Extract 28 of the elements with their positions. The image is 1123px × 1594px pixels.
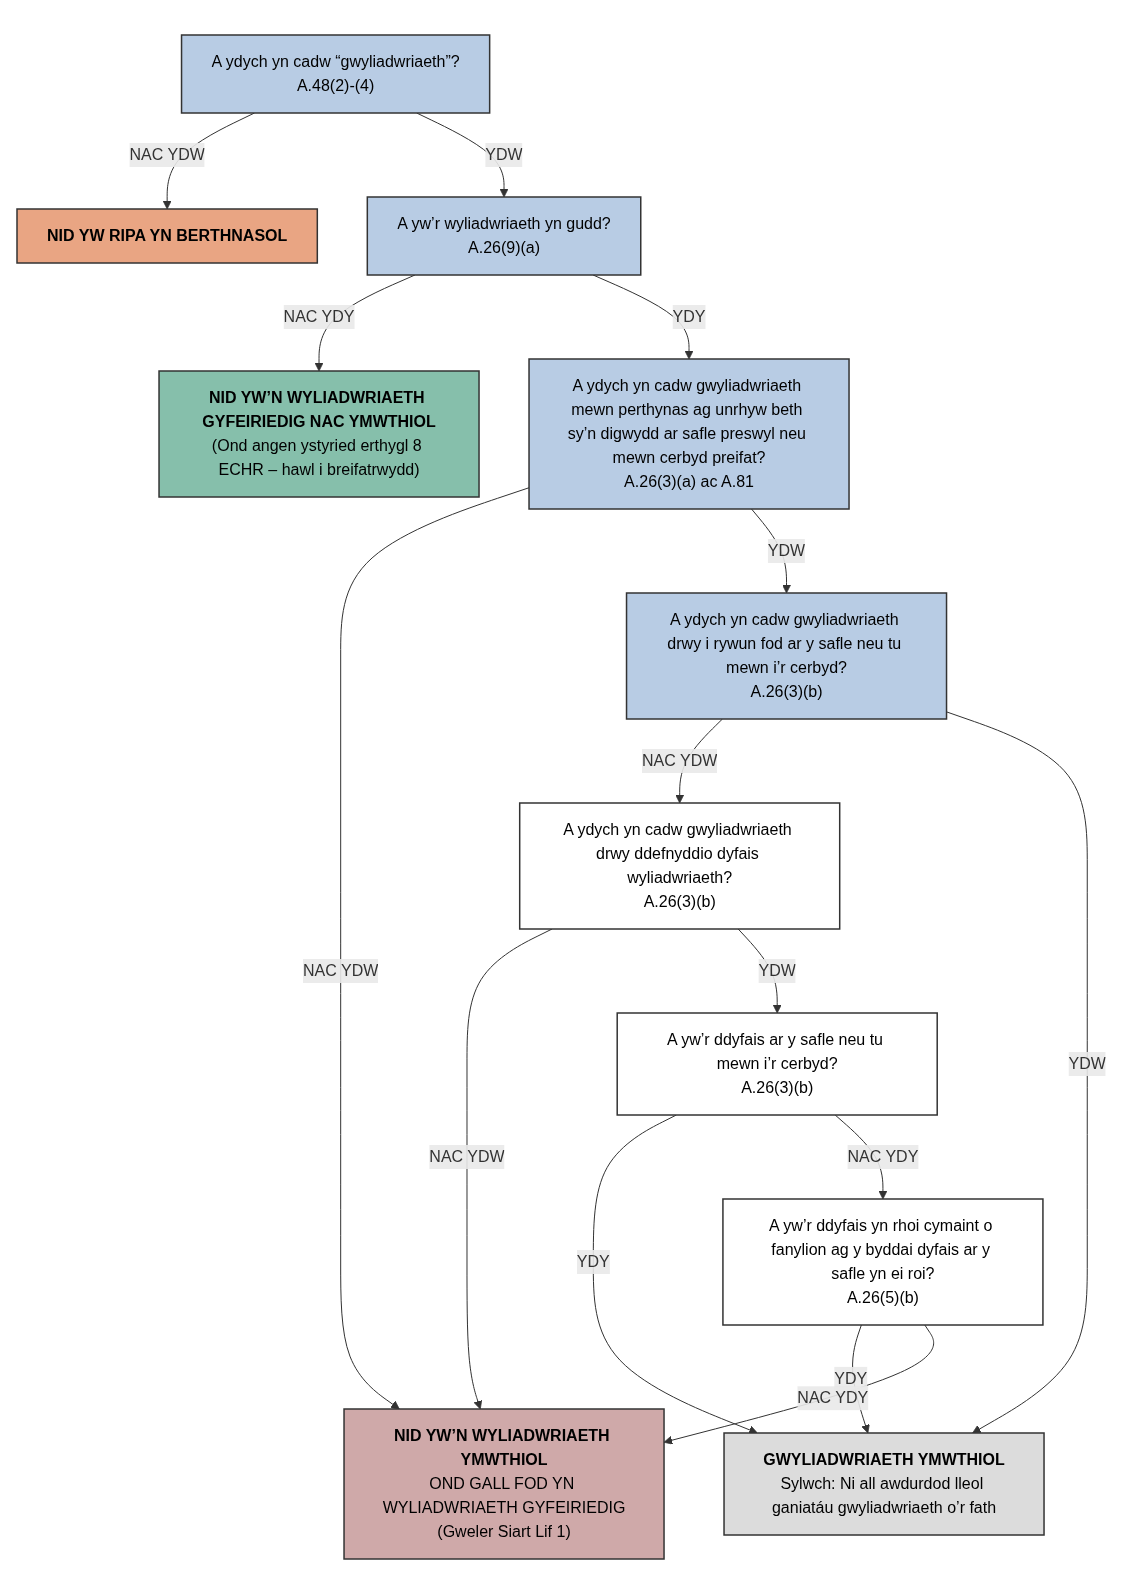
arrow [592, 1114, 758, 1435]
arrow [946, 711, 1088, 1434]
node-box: A ydych yn cadw gwyliadwriaeth drwy ddefnyddio dyfais wyliadwriaeth? A.26(3)(b) [519, 802, 841, 930]
edge-label: NAC YDY [283, 308, 355, 325]
edge-label: NAC YDW [642, 752, 718, 769]
edge-label: YDY [672, 308, 706, 325]
node-box: A yw’r wyliadwriaeth yn gudd? A.26(9)(a) [366, 196, 642, 276]
node-box: GWYLIADWRIAETH YMWTHIOL Sylwch: Ni all awdurdod lleol ganiatáu gwyliadwriaeth o’r fath [723, 1432, 1045, 1536]
edge-label: YDY [834, 1369, 868, 1387]
edge-label: YDY [576, 1253, 610, 1270]
node-box: A ydych yn cadw “gwyliadwriaeth”? A.48(2)-(4) [180, 34, 491, 114]
node-box: NID YW’N WYLIADWRIAETH YMWTHIOL OND GALL FOD YN WYLIADWRIAETH GYFEIRIEDIG (Gweler Siart Lif 1) [343, 1408, 665, 1560]
node-box: NID YW RIPA YN BERTHNASOL [16, 208, 319, 264]
node-box: A ydych yn cadw gwyliadwriaeth drwy i rywun fod ar y safle neu tu mewn i’r cerbyd? A.26(3)(b) [625, 592, 948, 720]
edge-label: YDW [758, 962, 796, 979]
edge-label: NAC YDY [847, 1148, 919, 1165]
edge-label: NAC YDW [129, 146, 205, 163]
edge-label: YDW [485, 146, 523, 163]
edge-label: YDW [1068, 1055, 1106, 1072]
node-box: NID YW’N WYLIADWRIAETH GYFEIRIEDIG NAC YMWTHIOL (Ond angen ystyried erthygl 8 ECHR – hawl i breifatrwydd) [158, 370, 480, 498]
arrow [340, 487, 530, 1410]
edge-label: NAC YDW [429, 1148, 505, 1165]
node-box: A yw’r ddyfais yn rhoi cymaint o fanylion ag y byddai dyfais ar y safle yn ei roi? A.26(5)(b) [722, 1198, 1044, 1326]
node-box: A ydych yn cadw gwyliadwriaeth mewn perthynas ag unrhyw beth sy’n digwydd ar safle preswyl neu mewn cerbyd preifat? A.26(3)(a) ac A.81 [528, 358, 850, 510]
edge-label: YDW [767, 542, 806, 559]
edge-label: NAC YDW [303, 962, 379, 979]
edge-label: NAC YDY [797, 1389, 869, 1407]
node-box: A yw’r ddyfais ar y safle neu tu mewn i’r cerbyd? A.26(3)(b) [616, 1012, 938, 1116]
